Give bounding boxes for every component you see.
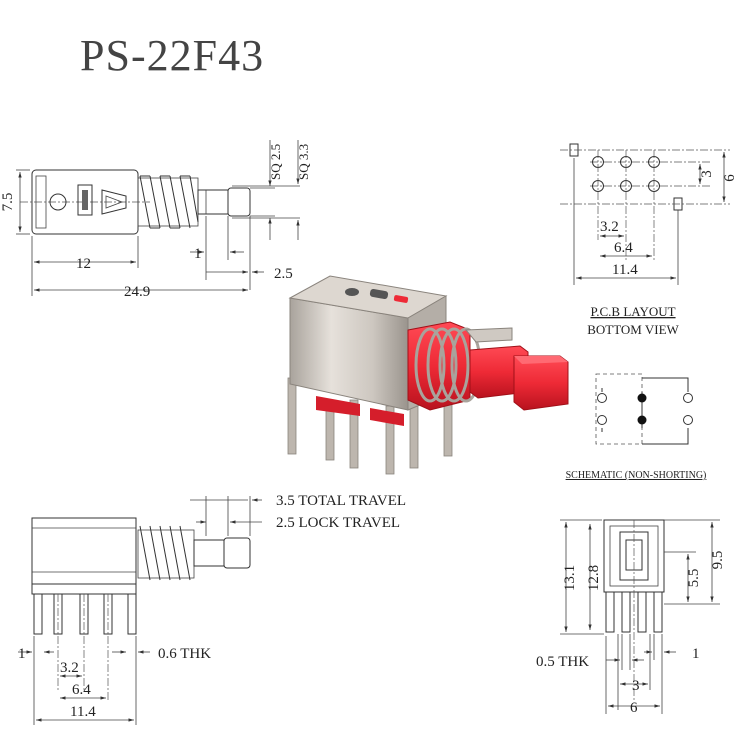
pcb-height-label: 6 (722, 174, 738, 182)
end-view: 13.1 12.8 5.5 9.5 0.5 THK 1 3 6 (536, 519, 726, 716)
pcb-layout-view: 3.2 6.4 11.4 3 6 P.C.B LAYOUT BOTTOM VIE… (560, 143, 738, 337)
pcb-width-label: 11.4 (612, 262, 638, 278)
front-pin-edge-label: 1 (18, 646, 26, 662)
side-height-label: 7.5 (0, 193, 16, 212)
pcb-pitch2-label: 6.4 (614, 240, 633, 256)
schematic-label: SCHEMATIC (NON-SHORTING) (566, 470, 707, 481)
end-pitch-label: 3 (632, 678, 640, 694)
pcb-bottom-view-heading: BOTTOM VIEW (587, 322, 679, 337)
side-plunger-tip (227, 187, 251, 217)
schematic-contact-dot (637, 393, 647, 403)
schematic-terminal (597, 415, 607, 425)
end-h2-label: 12.8 (586, 565, 602, 591)
schematic-terminal (597, 393, 607, 403)
part-number-title: PS-22F43 (80, 31, 264, 80)
side-total-length-label: 24.9 (124, 284, 150, 300)
pcb-row-gap-label: 3 (699, 170, 715, 178)
side-tip-label: 2.5 (274, 266, 293, 282)
sq-small-label: SQ 2.5 (268, 144, 283, 180)
side-step-label: 1 (194, 246, 202, 262)
schematic-dashed-box (595, 373, 643, 445)
front-plunger-tip (223, 537, 251, 569)
total-travel-label: 3.5 TOTAL TRAVEL (276, 493, 406, 509)
front-thickness-label: 0.6 THK (158, 646, 211, 662)
product-photo (287, 275, 569, 475)
schematic-terminal (683, 393, 693, 403)
end-h3-label: 5.5 (686, 569, 702, 588)
side-body-length-label: 12 (76, 256, 91, 272)
pcb-layout-heading: P.C.B LAYOUT (590, 304, 675, 319)
schematic-diagram: SCHEMATIC (NON-SHORTING) (566, 373, 707, 481)
sq-large-label: SQ 3.3 (296, 144, 311, 180)
pcb-pitch-label: 3.2 (600, 219, 619, 235)
front-pitch2-label: 6.4 (72, 682, 91, 698)
lock-travel-label: 2.5 LOCK TRAVEL (276, 515, 400, 531)
side-view: 7.5 SQ 2.5 SQ 3.3 1 2.5 12 24.9 (0, 140, 311, 300)
front-pitch-label: 3.2 (60, 660, 79, 676)
end-pin-label: 1 (692, 646, 700, 662)
end-width-label: 6 (630, 700, 638, 716)
side-hole (49, 193, 67, 211)
schematic-terminal (683, 415, 693, 425)
end-h4-label: 9.5 (710, 551, 726, 570)
front-width-label: 11.4 (70, 704, 96, 720)
photo-red-cap (513, 355, 569, 411)
end-thickness-label: 0.5 THK (536, 654, 589, 670)
front-view: 3.5 TOTAL TRAVEL 2.5 LOCK TRAVEL 1 3.2 6… (18, 493, 406, 725)
end-h1-label: 13.1 (562, 565, 578, 591)
side-plunger (197, 189, 229, 215)
schematic-contact-dot (637, 415, 647, 425)
